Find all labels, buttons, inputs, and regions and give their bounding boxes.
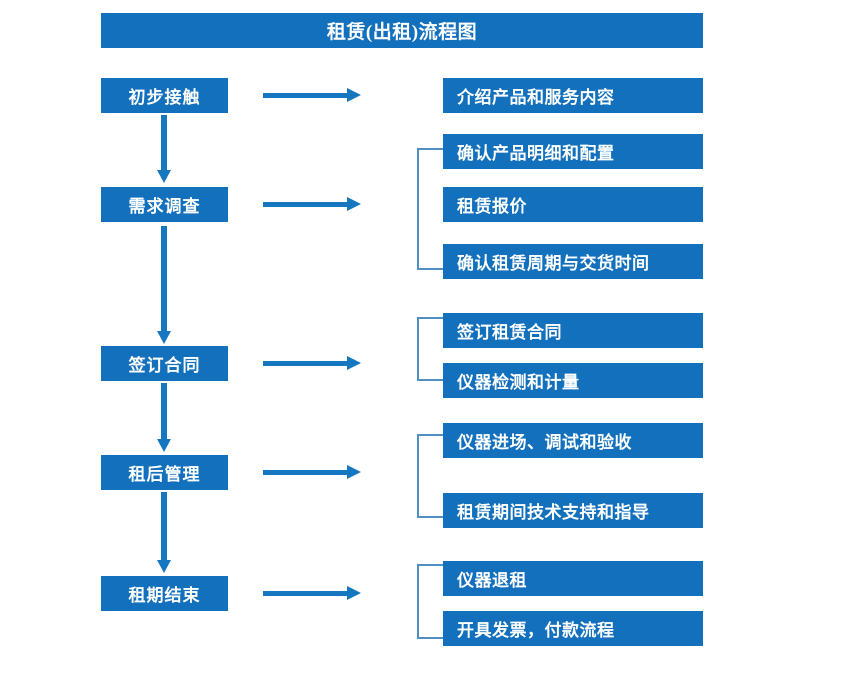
detail-box-confirm-rental-period[interactable]: 确认租赁周期与交货时间 — [443, 244, 703, 279]
detail-box-introduce-products[interactable]: 介绍产品和服务内容 — [443, 78, 703, 113]
stage-box-sign-contract[interactable]: 签订合同 — [101, 346, 228, 381]
right-arrow-initial-contact — [263, 88, 361, 102]
right-arrow-rental-end — [263, 586, 361, 600]
detail-box-technical-support[interactable]: 租赁期间技术支持和指导 — [443, 493, 703, 528]
page-title: 租赁(出租)流程图 — [101, 13, 703, 48]
stage-box-initial-contact[interactable]: 初步接触 — [101, 78, 228, 113]
stage-box-needs-survey[interactable]: 需求调查 — [101, 187, 228, 222]
group-bracket-rental-end — [417, 564, 443, 639]
detail-box-instrument-inspection[interactable]: 仪器检测和计量 — [443, 363, 703, 398]
detail-box-rental-quotation[interactable]: 租赁报价 — [443, 187, 703, 222]
stage-box-rental-end[interactable]: 租期结束 — [101, 576, 228, 611]
group-bracket-post-rental — [417, 434, 443, 518]
right-arrow-needs-survey — [263, 197, 361, 211]
right-arrow-post-rental — [263, 465, 361, 479]
stage-box-post-rental-management[interactable]: 租后管理 — [101, 455, 228, 490]
detail-box-sign-rental-contract[interactable]: 签订租赁合同 — [443, 313, 703, 348]
detail-box-confirm-product-spec[interactable]: 确认产品明细和配置 — [443, 134, 703, 169]
down-arrow-needs-to-contract — [157, 226, 171, 344]
detail-box-instrument-return[interactable]: 仪器退租 — [443, 561, 703, 596]
down-arrow-initial-to-needs — [157, 115, 171, 183]
down-arrow-management-to-end — [157, 492, 171, 573]
group-bracket-sign-contract — [417, 317, 443, 381]
detail-box-invoice-payment[interactable]: 开具发票，付款流程 — [443, 611, 703, 646]
group-bracket-needs-survey — [417, 148, 443, 270]
right-arrow-sign-contract — [263, 356, 361, 370]
down-arrow-contract-to-management — [157, 383, 171, 452]
detail-box-instrument-entry-commissioning[interactable]: 仪器进场、调试和验收 — [443, 423, 703, 458]
